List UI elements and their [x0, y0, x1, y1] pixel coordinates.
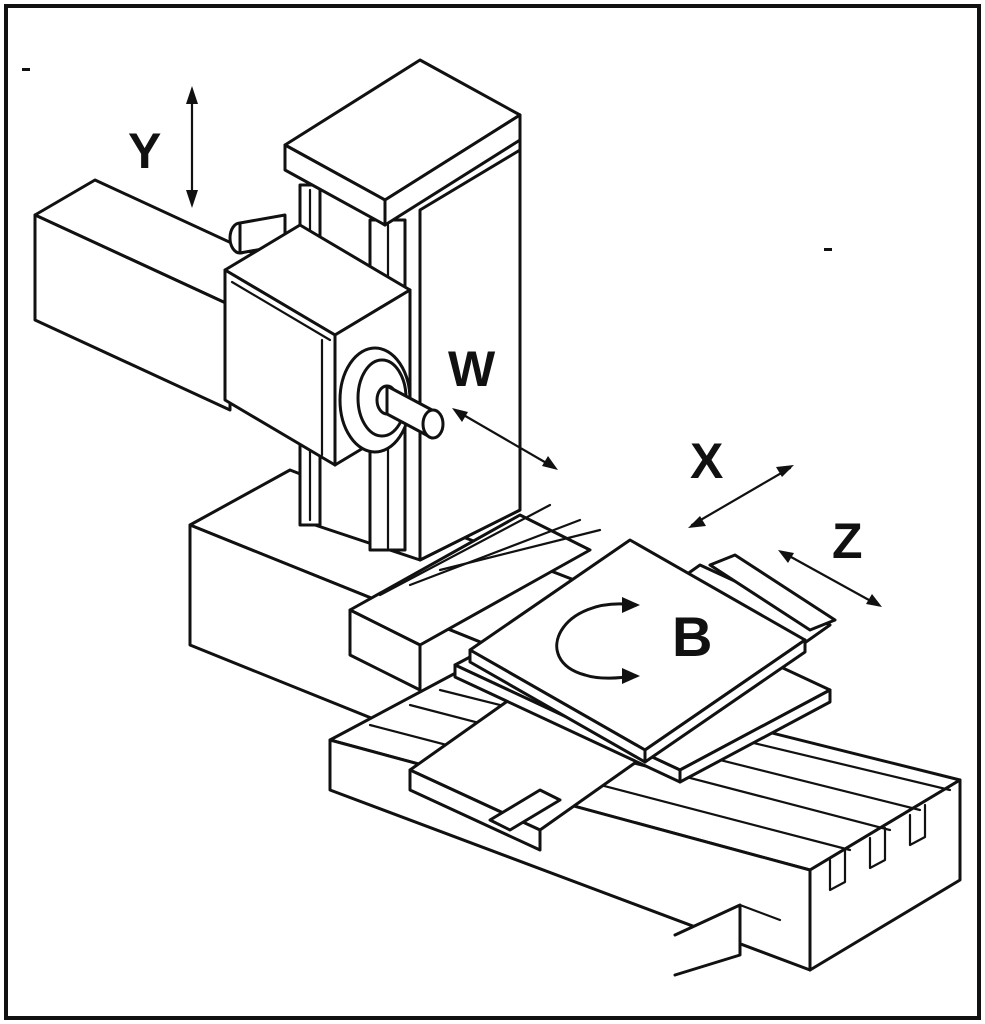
spindle — [338, 346, 445, 454]
y-axis-arrow — [186, 86, 198, 208]
saddle-rails — [348, 503, 602, 692]
rotary-table — [453, 538, 832, 784]
scan-speck — [824, 248, 832, 251]
w-axis-arrow — [452, 408, 558, 470]
b-axis-label: B — [672, 605, 712, 668]
scan-speck — [22, 68, 30, 71]
x-axis-arrow — [688, 465, 794, 528]
b-rotation-arrow — [555, 597, 640, 684]
z-axis-label: Z — [832, 513, 863, 569]
y-axis-label: Y — [128, 123, 161, 179]
column-cap — [283, 58, 522, 227]
w-axis-label: W — [448, 341, 496, 397]
x-axis-label: X — [690, 433, 723, 489]
z-axis-arrow — [778, 550, 882, 607]
